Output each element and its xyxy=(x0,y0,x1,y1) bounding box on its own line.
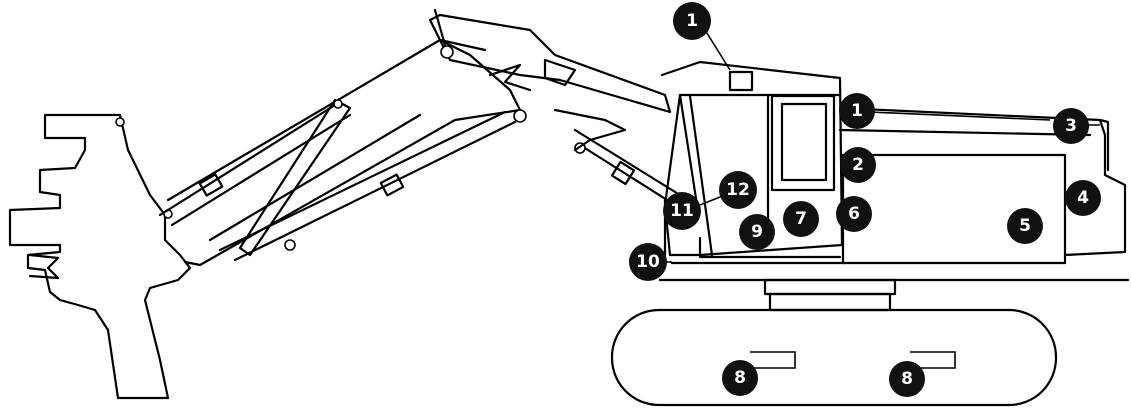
callout-7: 7 xyxy=(783,201,819,237)
callout-11: 11 xyxy=(663,192,701,230)
callout-label: 10 xyxy=(636,252,660,272)
undercarriage xyxy=(610,278,1058,407)
callout-3: 3 xyxy=(1053,108,1089,144)
callout-label: 6 xyxy=(848,204,860,224)
stick xyxy=(428,8,672,114)
callout-8-left: 8 xyxy=(722,360,758,396)
callout-12: 12 xyxy=(719,171,757,209)
callout-label: 1 xyxy=(851,101,863,121)
callout-6: 6 xyxy=(836,196,872,232)
operator-cab xyxy=(660,60,844,259)
callout-label: 1 xyxy=(686,11,698,31)
callout-label: 4 xyxy=(1077,188,1089,208)
felling-head xyxy=(8,113,192,400)
callout-label: 12 xyxy=(726,180,750,200)
callout-label: 11 xyxy=(670,201,694,221)
callout-label: 8 xyxy=(734,368,746,388)
callout-2: 2 xyxy=(840,147,876,183)
callout-label: 8 xyxy=(901,369,913,389)
callout-label: 7 xyxy=(795,209,807,229)
callout-label: 3 xyxy=(1065,116,1077,136)
hydraulic-cylinders xyxy=(158,45,682,262)
boom xyxy=(166,38,522,267)
callout-10: 10 xyxy=(629,243,667,281)
callout-label: 2 xyxy=(852,155,864,175)
callout-label: 9 xyxy=(751,222,763,242)
callout-5: 5 xyxy=(1007,208,1043,244)
callout-1-side: 1 xyxy=(839,93,875,129)
callout-label: 5 xyxy=(1019,216,1031,236)
callout-4: 4 xyxy=(1065,180,1101,216)
callout-9: 9 xyxy=(739,214,775,250)
callout-8-right: 8 xyxy=(889,361,925,397)
callout-1-top: 1 xyxy=(673,2,711,40)
